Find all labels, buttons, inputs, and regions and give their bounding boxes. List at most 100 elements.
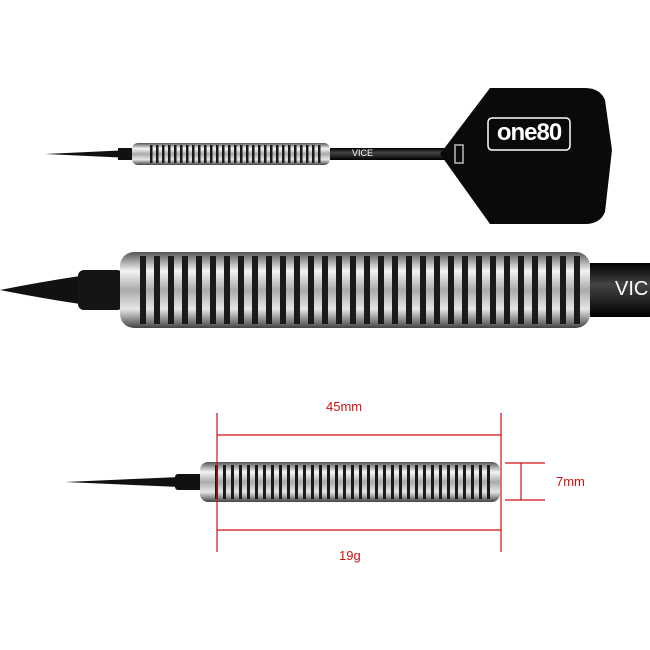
barrel-groove bbox=[574, 256, 580, 324]
barrel-groove bbox=[415, 465, 418, 499]
flight-logo: one80 bbox=[496, 119, 562, 146]
barrel-groove bbox=[279, 465, 282, 499]
barrel-groove bbox=[231, 465, 234, 499]
barrel-groove bbox=[336, 256, 342, 324]
barrel-groove bbox=[546, 256, 552, 324]
barrel-groove bbox=[266, 256, 272, 324]
barrel-groove bbox=[406, 256, 412, 324]
barrel-groove bbox=[303, 465, 306, 499]
diameter-label: 7mm bbox=[556, 474, 585, 489]
barrel-groove bbox=[518, 256, 524, 324]
barrel-groove bbox=[375, 465, 378, 499]
barrel-groove bbox=[223, 465, 226, 499]
full-dart bbox=[45, 88, 612, 224]
barrel-groove bbox=[271, 465, 274, 499]
barrel-groove bbox=[447, 465, 450, 499]
barrel-groove bbox=[343, 465, 346, 499]
barrel-groove bbox=[311, 465, 314, 499]
barrel-groove bbox=[198, 145, 201, 163]
barrel-groove bbox=[210, 256, 216, 324]
weight-label: 19g bbox=[339, 548, 361, 563]
barrel-groove bbox=[162, 145, 165, 163]
barrel-groove bbox=[154, 256, 160, 324]
barrel-groove bbox=[364, 256, 370, 324]
barrel-groove bbox=[150, 145, 153, 163]
barrel-groove bbox=[224, 256, 230, 324]
barrel-groove bbox=[216, 145, 219, 163]
barrel-groove bbox=[234, 145, 237, 163]
barrel-groove bbox=[391, 465, 394, 499]
barrel-groove bbox=[463, 465, 466, 499]
barrel-groove bbox=[423, 465, 426, 499]
barrel-groove bbox=[247, 465, 250, 499]
barrel-groove bbox=[287, 465, 290, 499]
barrel-groove bbox=[455, 465, 458, 499]
barrel-groove bbox=[196, 256, 202, 324]
barrel-groove bbox=[367, 465, 370, 499]
barrel-groove bbox=[210, 145, 213, 163]
barrel-groove bbox=[140, 256, 146, 324]
barrel-groove bbox=[288, 145, 291, 163]
barrel-groove bbox=[280, 256, 286, 324]
barrel-groove bbox=[476, 256, 482, 324]
barrel-groove bbox=[204, 145, 207, 163]
barrel-groove bbox=[479, 465, 482, 499]
dimension-lines bbox=[216, 413, 545, 552]
barrel-groove bbox=[308, 256, 314, 324]
measured-dart bbox=[65, 462, 500, 502]
barrel-groove bbox=[168, 145, 171, 163]
barrel-groove bbox=[327, 465, 330, 499]
barrel-groove bbox=[335, 465, 338, 499]
barrel-groove bbox=[490, 256, 496, 324]
barrel-groove bbox=[439, 465, 442, 499]
barrel-groove bbox=[359, 465, 362, 499]
barrel-groove bbox=[462, 256, 468, 324]
barrel-groove bbox=[399, 465, 402, 499]
barrel-groove bbox=[174, 145, 177, 163]
barrel-groove bbox=[270, 145, 273, 163]
barrel-groove bbox=[306, 145, 309, 163]
barrel-groove bbox=[258, 145, 261, 163]
barrel-groove bbox=[255, 465, 258, 499]
barrel-groove bbox=[156, 145, 159, 163]
barrel-groove bbox=[532, 256, 538, 324]
barrel-groove bbox=[276, 145, 279, 163]
barrel-groove bbox=[192, 145, 195, 163]
flight bbox=[440, 88, 612, 224]
barrel-groove bbox=[350, 256, 356, 324]
length-label: 45mm bbox=[326, 399, 363, 414]
barrel-groove bbox=[560, 256, 566, 324]
barrel-groove bbox=[319, 465, 322, 499]
barrel-groove bbox=[294, 256, 300, 324]
barrel-groove bbox=[264, 145, 267, 163]
barrel-groove bbox=[294, 145, 297, 163]
barrel-groove bbox=[263, 465, 266, 499]
barrel-groove bbox=[312, 145, 315, 163]
barrel-groove bbox=[504, 256, 510, 324]
barrel-groove bbox=[240, 145, 243, 163]
barrel-groove bbox=[295, 465, 298, 499]
barrel-groove bbox=[318, 145, 321, 163]
barrel-groove bbox=[383, 465, 386, 499]
barrel-groove bbox=[180, 145, 183, 163]
barrel-groove bbox=[392, 256, 398, 324]
shaft-logo: VICE bbox=[352, 148, 374, 158]
barrel-groove bbox=[252, 256, 258, 324]
barrel-groove bbox=[351, 465, 354, 499]
zoomed-shaft-logo: VICE bbox=[615, 278, 650, 300]
barrel-groove bbox=[407, 465, 410, 499]
barrel-groove bbox=[182, 256, 188, 324]
barrel-groove bbox=[282, 145, 285, 163]
barrel-groove bbox=[448, 256, 454, 324]
barrel-groove bbox=[420, 256, 426, 324]
barrel-groove bbox=[471, 465, 474, 499]
barrel-groove bbox=[168, 256, 174, 324]
barrel-groove bbox=[322, 256, 328, 324]
barrel-groove bbox=[431, 465, 434, 499]
barrel-groove bbox=[238, 256, 244, 324]
barrel-groove bbox=[378, 256, 384, 324]
zoomed-dart bbox=[0, 252, 650, 328]
barrel-groove bbox=[186, 145, 189, 163]
